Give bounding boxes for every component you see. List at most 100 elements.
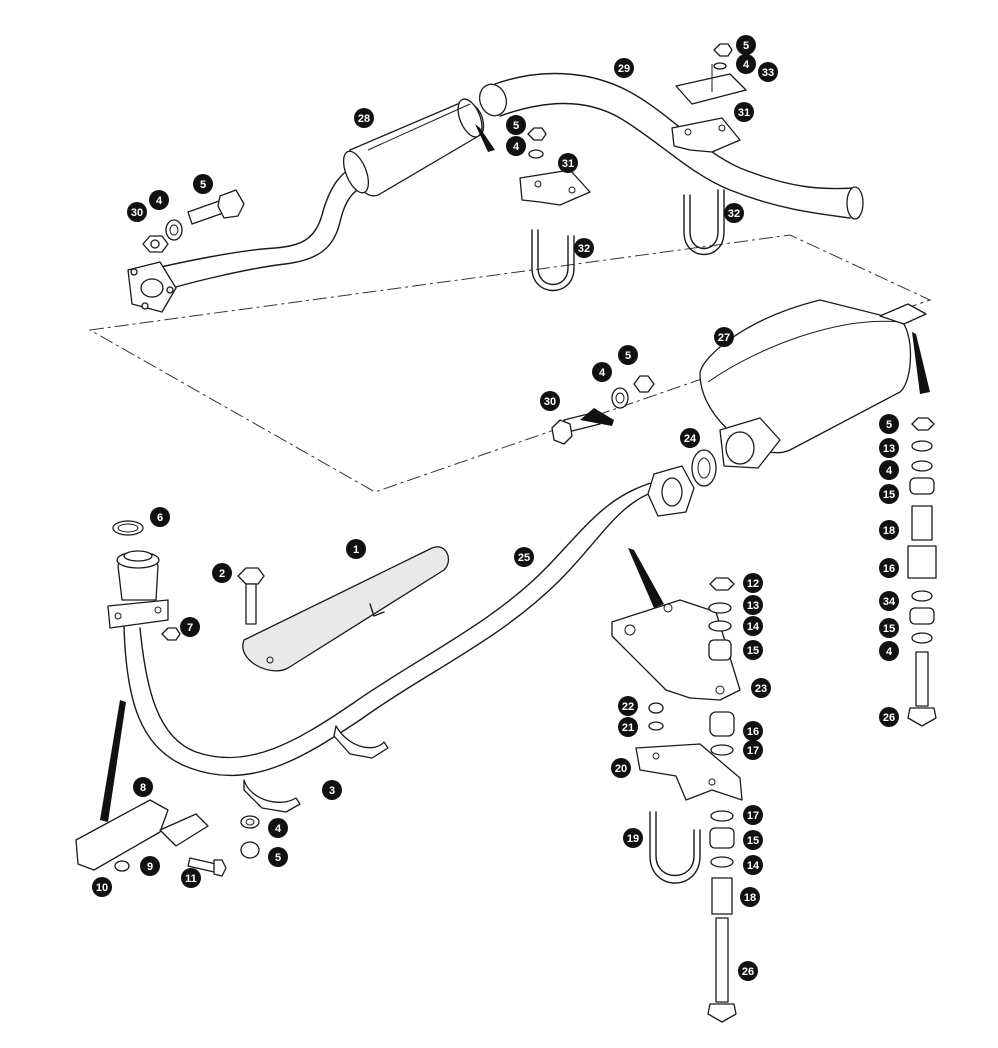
callout-marker [623, 828, 643, 848]
callout-4: 4 [592, 362, 612, 382]
callout-number: 30 [544, 396, 556, 408]
callout-marker [618, 696, 638, 716]
nut-7 [161, 627, 181, 641]
callout-16: 16 [743, 721, 763, 741]
callout-number: 29 [618, 63, 630, 75]
callout-16: 16 [879, 558, 899, 578]
callout-number: 12 [747, 578, 759, 590]
callout-21: 21 [618, 717, 638, 737]
callout-marker [751, 678, 771, 698]
callout-marker [506, 115, 526, 135]
callout-19: 19 [623, 828, 643, 848]
callout-30: 30 [127, 202, 147, 222]
callout-number: 4 [275, 823, 282, 835]
callout-18: 18 [879, 520, 899, 540]
callout-26: 26 [879, 707, 899, 727]
callout-number: 21 [622, 722, 634, 734]
callout-number: 9 [147, 861, 153, 873]
callout-number: 32 [578, 243, 590, 255]
callout-number: 5 [275, 852, 281, 864]
callout-number: 4 [513, 141, 520, 153]
callout-number: 33 [762, 67, 774, 79]
callout-number: 16 [883, 563, 895, 575]
callout-marker [180, 617, 200, 637]
callout-number: 34 [883, 596, 896, 608]
center-mount-stack [648, 577, 737, 1023]
callout-15: 15 [743, 830, 763, 850]
upper-bracket-33 [675, 64, 747, 105]
callout-marker [740, 887, 760, 907]
callout-marker [714, 327, 734, 347]
callout-number: 31 [738, 107, 750, 119]
callout-marker [133, 777, 153, 797]
callout-marker [738, 961, 758, 981]
callout-15: 15 [743, 640, 763, 660]
callout-number: 6 [157, 512, 163, 524]
callout-number: 26 [883, 712, 895, 724]
callout-number: 15 [747, 835, 759, 847]
callout-number: 15 [883, 623, 895, 635]
callout-number: 13 [747, 600, 759, 612]
callout-marker [734, 102, 754, 122]
callout-marker [736, 54, 756, 74]
callout-marker [618, 717, 638, 737]
callout-marker [743, 830, 763, 850]
callout-17: 17 [743, 740, 763, 760]
callout-number: 22 [622, 701, 634, 713]
callout-number: 2 [219, 568, 225, 580]
callout-marker [506, 136, 526, 156]
callout-14: 14 [743, 616, 763, 636]
callout-number: 5 [513, 120, 519, 132]
callout-31: 31 [558, 153, 578, 173]
callout-number: 19 [627, 833, 639, 845]
callout-number: 16 [747, 726, 759, 738]
bolt-2 [237, 567, 265, 625]
callout-marker [743, 640, 763, 660]
rear-mount-stack [907, 417, 937, 727]
callout-number: 4 [156, 195, 163, 207]
gasket-6 [112, 520, 144, 536]
callout-marker [743, 805, 763, 825]
callout-4: 4 [879, 460, 899, 480]
callout-5: 5 [736, 35, 756, 55]
callout-marker [879, 641, 899, 661]
callout-number: 15 [747, 645, 759, 657]
callout-number: 4 [886, 465, 893, 477]
callout-5: 5 [879, 414, 899, 434]
callout-number: 13 [883, 443, 895, 455]
callout-number: 5 [200, 179, 206, 191]
callout-number: 4 [599, 367, 606, 379]
callout-6: 6 [150, 507, 170, 527]
callout-number: 26 [742, 966, 754, 978]
callout-marker [879, 618, 899, 638]
callout-marker [346, 539, 366, 559]
bolt-11 [187, 857, 227, 877]
callout-4: 4 [268, 818, 288, 838]
bracket-8 [75, 799, 209, 871]
callout-marker [92, 877, 112, 897]
callout-number: 8 [140, 782, 146, 794]
callout-number: 24 [684, 433, 697, 445]
upper-u-bolt-32a [531, 229, 575, 292]
callout-4: 4 [149, 190, 169, 210]
callout-number: 20 [615, 763, 627, 775]
bracket-20 [635, 743, 743, 801]
callout-marker [758, 62, 778, 82]
front-pipe-25 [107, 465, 695, 777]
callout-number: 31 [562, 158, 574, 170]
upper-clamp-31a [519, 169, 591, 206]
callout-marker [743, 595, 763, 615]
callout-marker [743, 721, 763, 741]
upper-clamp-31b [671, 117, 741, 153]
callout-1: 1 [346, 539, 366, 559]
callout-17: 17 [743, 805, 763, 825]
callout-marker [540, 391, 560, 411]
callout-5: 5 [268, 847, 288, 867]
callout-marker [592, 362, 612, 382]
leader-wedges [100, 124, 930, 822]
callout-marker [736, 35, 756, 55]
u-bolt-19 [649, 811, 701, 884]
callout-number: 4 [743, 59, 750, 71]
callout-marker [514, 547, 534, 567]
